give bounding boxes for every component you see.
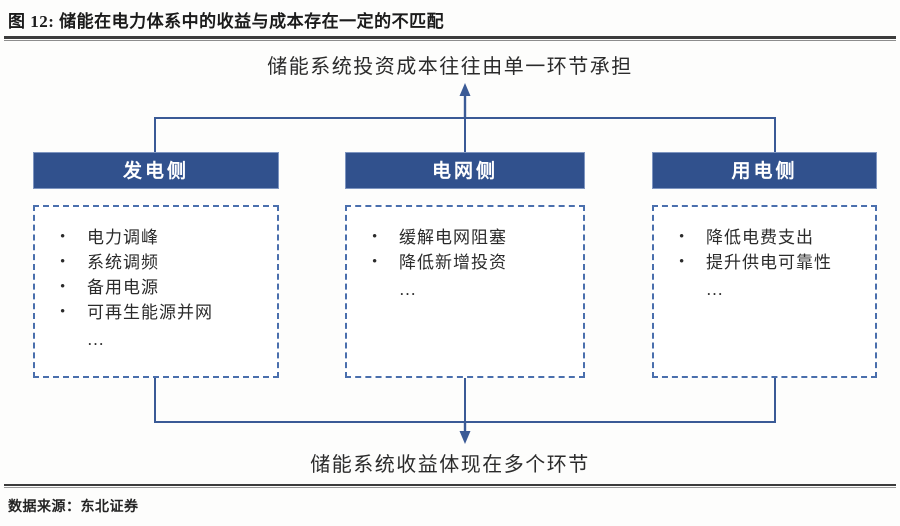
list-item-label: 可再生能源并网 <box>87 303 213 322</box>
list-item: • 备用电源 <box>35 275 277 300</box>
list-item-label: 系统调频 <box>87 253 159 272</box>
list-ellipsis: … <box>706 280 725 299</box>
list-item-label: 降低新增投资 <box>399 253 507 272</box>
list-ellipsis: … <box>87 330 106 349</box>
list-item-label: 提升供电可靠性 <box>706 253 832 272</box>
top-caption: 储能系统投资成本往往由单一环节承担 <box>267 56 633 78</box>
column-body-generation: • 电力调峰 • 系统调频 • 备用电源 • 可再生能源并网 … <box>33 205 279 378</box>
column-body-consumption: • 降低电费支出 • 提升供电可靠性 … <box>652 205 877 378</box>
bullet-icon: • <box>60 279 67 295</box>
column-header-consumption[interactable]: 用电侧 <box>652 152 877 189</box>
arrowhead-down <box>459 431 471 444</box>
arrowhead-up <box>459 83 471 96</box>
bullet-icon: • <box>60 304 67 320</box>
list-item-label: 缓解电网阻塞 <box>399 228 507 247</box>
list-item-label: 电力调峰 <box>87 228 159 247</box>
column-body-grid: • 缓解电网阻塞 • 降低新增投资 … <box>345 205 585 378</box>
column-header-grid[interactable]: 电网侧 <box>345 152 585 189</box>
bullet-icon: • <box>679 254 686 270</box>
source-note: 数据来源：东北证券 <box>8 500 139 515</box>
bullet-icon: • <box>372 229 379 245</box>
list-item: • 系统调频 <box>35 250 277 275</box>
list-item: • 可再生能源并网 <box>35 300 277 325</box>
footer-divider <box>4 484 896 488</box>
title-divider <box>4 36 896 41</box>
bottom-caption: 储能系统收益体现在多个环节 <box>310 454 590 476</box>
bullet-icon: • <box>679 229 686 245</box>
list-item-label: 备用电源 <box>87 278 159 297</box>
list-item: • 降低电费支出 <box>654 225 875 250</box>
column-header-generation[interactable]: 发电侧 <box>33 152 279 189</box>
benefit-list-consumption: • 降低电费支出 • 提升供电可靠性 <box>654 207 875 275</box>
list-item-label: 降低电费支出 <box>706 228 814 247</box>
benefit-list-grid: • 缓解电网阻塞 • 降低新增投资 <box>347 207 583 275</box>
bullet-icon: • <box>60 254 67 270</box>
list-item: • 电力调峰 <box>35 225 277 250</box>
list-item: • 降低新增投资 <box>347 250 583 275</box>
list-item: • 提升供电可靠性 <box>654 250 875 275</box>
bullet-icon: • <box>372 254 379 270</box>
figure-title: 图 12: 储能在电力体系中的收益与成本存在一定的不匹配 <box>8 12 445 31</box>
list-item: • 缓解电网阻塞 <box>347 225 583 250</box>
list-ellipsis: … <box>399 280 418 299</box>
benefit-list-generation: • 电力调峰 • 系统调频 • 备用电源 • 可再生能源并网 <box>35 207 277 325</box>
bullet-icon: • <box>60 229 67 245</box>
